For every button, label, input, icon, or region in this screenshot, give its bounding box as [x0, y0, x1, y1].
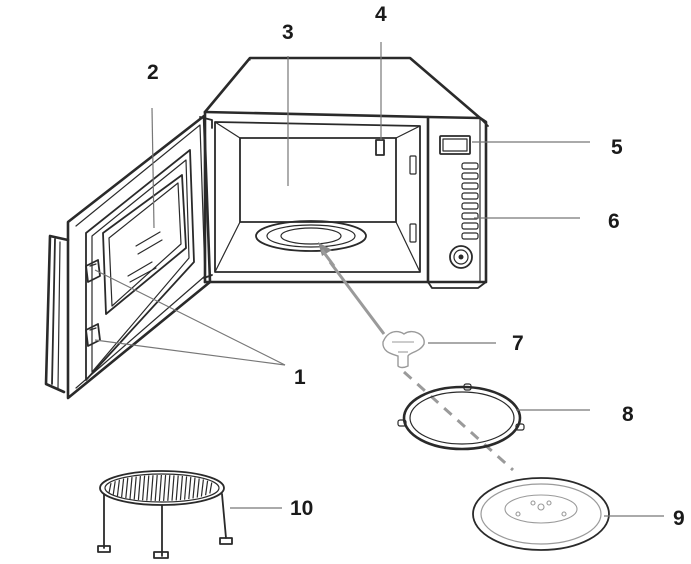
rack-wire: [125, 477, 129, 499]
rack-wire: [116, 479, 120, 497]
rack-wire: [146, 475, 150, 501]
latch-hook-upper: [85, 259, 101, 283]
control-knob: [449, 245, 473, 269]
rack-wire: [205, 480, 209, 496]
door-window: [102, 174, 187, 315]
rack-wire: [129, 477, 133, 499]
roller-ring: [397, 383, 525, 451]
label-rotating-shaft: 7: [512, 332, 524, 355]
label-grill-rack: 10: [290, 497, 313, 520]
assembly-line: [318, 242, 515, 472]
glass-tray: [472, 477, 610, 551]
label-waveguide-cover: 4: [375, 3, 387, 26]
rack-wire: [133, 476, 137, 500]
label-display: 5: [611, 136, 623, 159]
microwave-body: [203, 56, 489, 289]
label-control-panel: 6: [608, 210, 620, 233]
rack-wire: [112, 481, 116, 495]
label-roller-ring: 8: [622, 403, 634, 426]
rack-wire: [163, 474, 167, 502]
rack-wire: [209, 482, 213, 494]
oven-cavity: [239, 137, 397, 223]
rack-wire: [175, 475, 179, 501]
rack-wire: [192, 477, 196, 499]
rack-wire: [108, 483, 112, 493]
rack-wire: [137, 475, 141, 501]
rack-wire: [150, 475, 154, 501]
rack-wire: [179, 475, 183, 501]
grill-rack: [97, 470, 233, 559]
rack-wire: [196, 478, 200, 498]
label-door-window: 2: [147, 61, 159, 84]
control-buttons: [461, 162, 479, 240]
rack-wire: [158, 474, 162, 502]
rotating-shaft: [382, 330, 425, 369]
rack-wire: [188, 476, 192, 500]
rack-wire: [167, 475, 171, 501]
rack-wire: [142, 475, 146, 501]
door: [44, 114, 213, 400]
rack-wire: [154, 475, 158, 501]
leader-lines: [94, 42, 664, 517]
rack-wire: [121, 478, 125, 498]
display: [439, 135, 471, 155]
rack-wire: [184, 476, 188, 500]
latch-hook-lower: [85, 323, 101, 347]
label-oven-cavity: 3: [282, 21, 294, 44]
rack-wire: [171, 475, 175, 501]
rack-wire: [200, 479, 204, 497]
label-glass-tray: 9: [673, 507, 685, 530]
label-latch-hooks: 1: [294, 366, 306, 389]
waveguide-cover: [375, 139, 385, 156]
